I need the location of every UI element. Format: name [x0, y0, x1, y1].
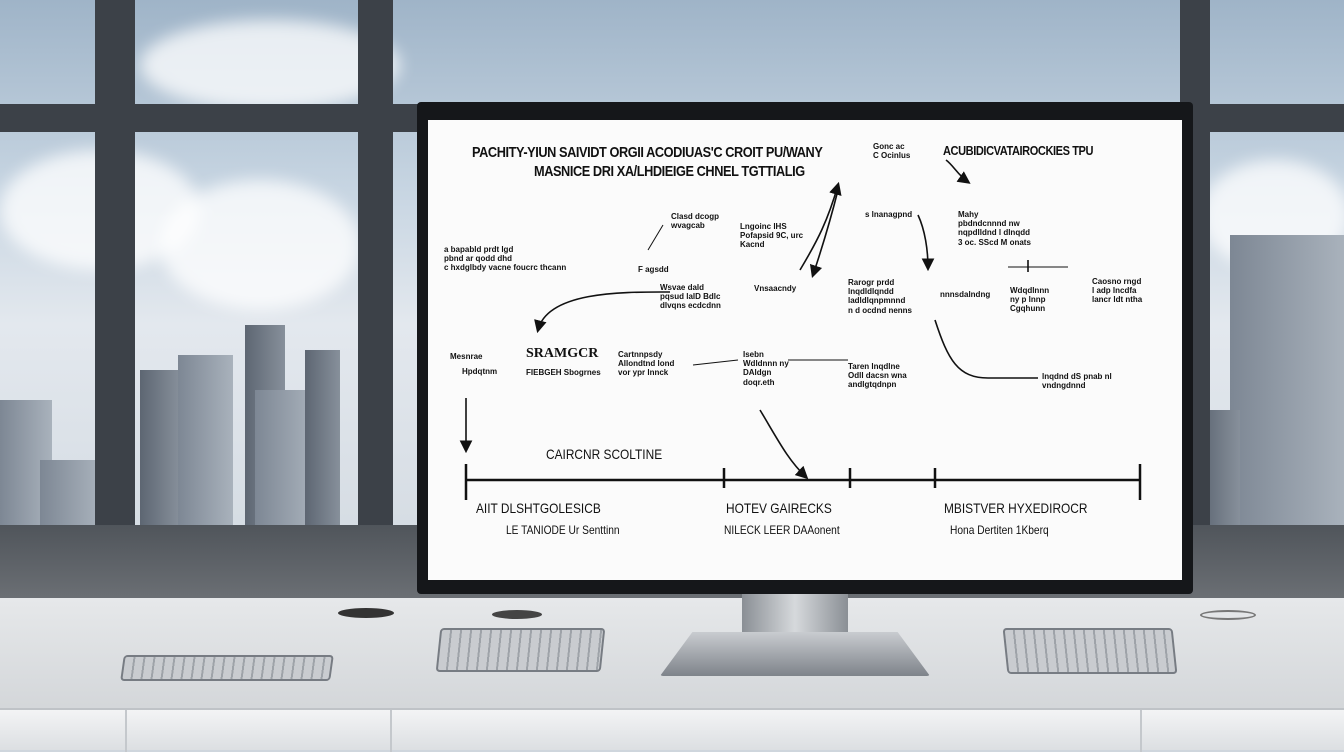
milestone-title: AIIT DLSHTGOLESICB — [476, 500, 601, 516]
timeline-title: CAIRCNR SCOLTINE — [546, 446, 663, 462]
diagram-node: nnnsdalndng — [940, 290, 991, 299]
milestone-title: MBISTVER HYXEDIROCR — [944, 500, 1088, 516]
mouse — [338, 608, 394, 618]
diagram-node: F agsdd — [638, 265, 669, 274]
arrow — [945, 159, 971, 184]
connector — [692, 359, 848, 366]
diagram-connectors — [459, 159, 1142, 500]
milestone-subtitle: NILECK LEER DAAonent — [724, 523, 840, 537]
node-heading: SRAMGCR — [526, 346, 599, 361]
arrow — [759, 409, 809, 480]
milestone-title: HOTEV GAIRECKS — [726, 500, 832, 516]
keyboard — [120, 655, 334, 681]
window-frame — [95, 0, 135, 530]
keyboard — [435, 628, 606, 672]
mouse — [492, 610, 542, 619]
keyboard — [1002, 628, 1178, 674]
top-right-title: ACUBIDICVATAIROCKIES TPU — [943, 143, 1094, 158]
diagram-node: s lnanagpnd — [865, 210, 913, 219]
monitor-screen: PACHITY-YIUN SAIVIDT ORGII ACODIUAS'C CR… — [428, 120, 1182, 580]
timeline — [464, 464, 1142, 500]
arrow — [534, 291, 671, 334]
arrow — [799, 181, 842, 271]
arrow — [809, 189, 839, 279]
connector — [647, 224, 664, 251]
connector — [934, 319, 1038, 379]
coaster — [1200, 610, 1256, 620]
diagram-subtitle: MASNICE DRI XA/LHDIEIGE CHNEL TGTTIALIG — [534, 163, 805, 180]
milestone-subtitle: Hona Dertiten 1Kberq — [950, 523, 1049, 537]
window-frame — [358, 0, 393, 530]
milestone-subtitle: LE TANIODE Ur Senttinn — [506, 523, 620, 537]
node-heading-sub: FIEBGEH Sbogrnes — [526, 368, 601, 377]
desk-front — [0, 708, 1344, 752]
diagram-node: Vnsaacndy — [754, 284, 797, 293]
diagram-title: PACHITY-YIUN SAIVIDT ORGII ACODIUAS'C CR… — [472, 144, 823, 161]
monitor-stand — [742, 592, 848, 634]
monitor-base — [660, 632, 930, 676]
arrow — [917, 214, 935, 272]
